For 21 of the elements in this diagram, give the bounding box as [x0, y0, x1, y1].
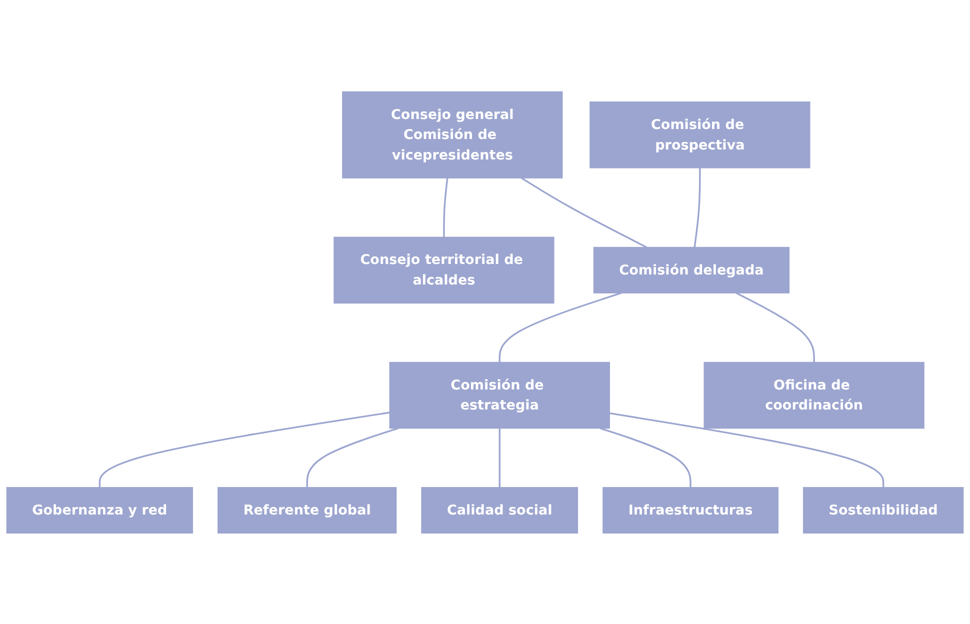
node-box: Comisión de estrategia [389, 361, 610, 428]
connector [694, 167, 701, 247]
connector [498, 292, 622, 362]
connector [443, 177, 448, 237]
node-box: Comisión de prospectiva [590, 101, 810, 168]
node-box: Calidad social [421, 486, 578, 534]
node-box: Consejo general Comisión de vicepresidentes [342, 90, 563, 178]
node-box: Infraestructuras [602, 486, 778, 534]
connector [609, 412, 884, 488]
node-box: Consejo territorial de alcaldes [334, 236, 554, 304]
connector [521, 176, 648, 248]
node-box: Sostenibilidad [802, 486, 964, 534]
connector [98, 411, 390, 488]
connector [306, 427, 398, 488]
connector [600, 427, 692, 488]
node-box: Referente global [218, 486, 397, 534]
node-box: Comisión delegada [593, 246, 790, 293]
connector [736, 292, 815, 362]
node-box: Gobernanza y red [6, 486, 194, 534]
connector [498, 428, 500, 488]
node-box: Oficina de coordinación [704, 361, 924, 428]
